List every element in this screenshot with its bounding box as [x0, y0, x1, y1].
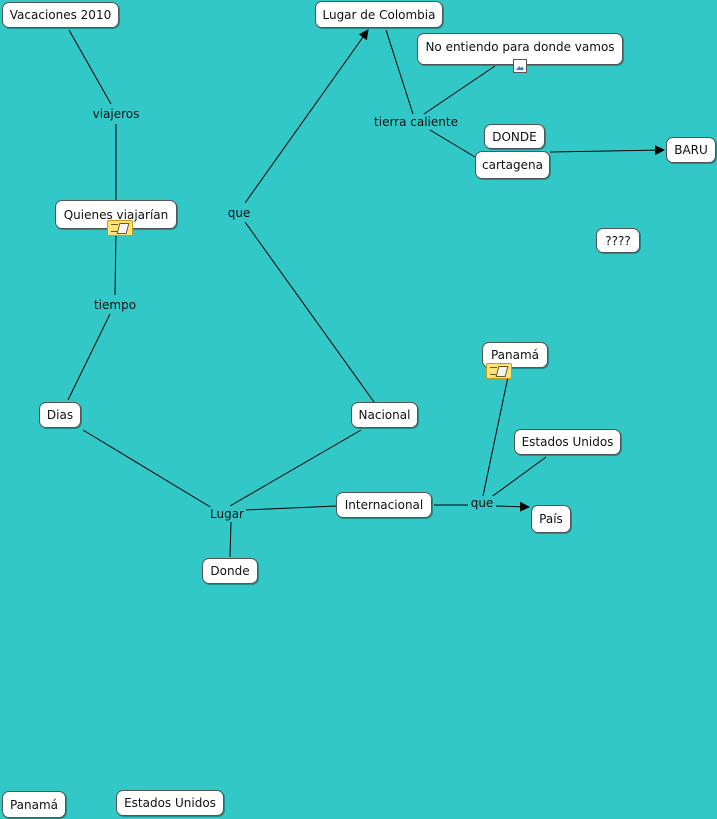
link-que-lugar-colombia: [244, 29, 369, 204]
concept-nacional[interactable]: Nacional: [351, 402, 418, 428]
concept-internacional[interactable]: Internacional: [336, 492, 432, 518]
link-tierra-cartagena: [429, 129, 476, 158]
link-que-estados-unidos: [489, 456, 547, 499]
concept-donde[interactable]: Donde: [202, 558, 258, 584]
concept-panama-bottom[interactable]: Panamá: [2, 791, 66, 818]
phrase-que-right[interactable]: que: [468, 496, 496, 510]
link-que-panama: [482, 371, 510, 497]
link-lugar-donde: [229, 521, 232, 558]
link-quienes-tiempo: [114, 230, 117, 296]
link-lugar-colombia-tierra: [385, 29, 414, 115]
phrase-tiempo[interactable]: tiempo: [91, 298, 139, 312]
link-lugar-internacional: [244, 505, 337, 511]
concept-lugar-de-colombia[interactable]: Lugar de Colombia: [315, 1, 443, 28]
concept-pais[interactable]: País: [531, 505, 571, 533]
concept-interrogantes[interactable]: ????: [596, 228, 640, 253]
concept-baru[interactable]: BARU: [666, 137, 716, 163]
concept-cartagena[interactable]: cartagena: [475, 151, 550, 179]
link-cartagena-baru: [549, 145, 665, 156]
phrase-tierra-caliente[interactable]: tierra caliente: [372, 115, 460, 129]
link-lugar-nacional: [229, 429, 362, 507]
concept-quienes-viajarian[interactable]: Quienes viajarían: [55, 200, 177, 229]
phrase-que-top[interactable]: que: [225, 206, 253, 220]
note-icon[interactable]: [107, 220, 133, 236]
concept-estados-unidos[interactable]: Estados Unidos: [514, 429, 621, 455]
link-nacional-que: [244, 221, 375, 403]
note-icon[interactable]: [486, 363, 512, 379]
concept-donde-caps[interactable]: DONDE: [484, 124, 545, 149]
image-icon[interactable]: [513, 59, 527, 73]
concept-estados-unidos-bottom[interactable]: Estados Unidos: [116, 790, 224, 816]
concept-vacaciones-2010[interactable]: Vacaciones 2010: [2, 2, 119, 28]
link-tiempo-dias: [67, 313, 111, 401]
phrase-lugar[interactable]: Lugar: [208, 507, 246, 521]
phrase-viajeros[interactable]: viajeros: [90, 107, 142, 121]
link-que-pais: [495, 501, 530, 512]
link-dias-lugar: [82, 429, 213, 509]
link-vacaciones-viajeros: [68, 29, 112, 105]
link-tierra-no-entiendo: [423, 65, 496, 115]
concept-dias[interactable]: Dias: [39, 402, 81, 428]
